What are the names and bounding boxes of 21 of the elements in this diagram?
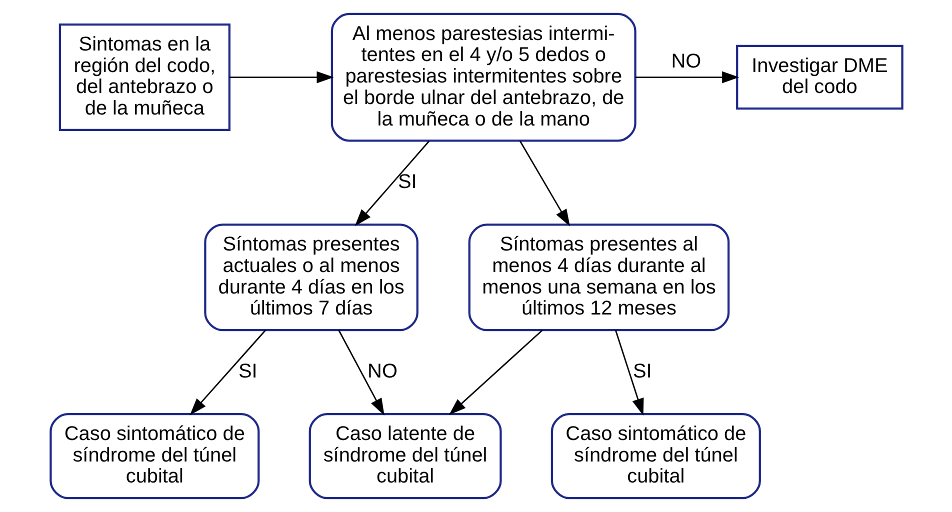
arrow: [614, 330, 644, 416]
edge-label: SI: [632, 360, 652, 382]
node-box: Sintomas en la región del codo, del antebrazo o de la muñeca: [58, 24, 230, 132]
arrow: [189, 330, 266, 416]
arrow: [448, 330, 542, 416]
node-box: Al menos parestesias intermi-tentes en el 4 y/o 5 dedos o parestesias intermitentes sobre el borde ulnar del antebrazo, de la muñeca o de la mano: [330, 12, 636, 142]
node-box: Síntomas presentes al menos 4 días durante al menos una semana en los últimos 12 meses: [468, 224, 730, 332]
arrow: [634, 71, 739, 84]
node-box: Caso sintomático de síndrome del túnel cubital: [49, 413, 260, 500]
node-box: Investigar DME del codo: [736, 44, 903, 110]
arrow: [338, 330, 384, 416]
node-box: Caso latente de síndrome del túnel cubital: [308, 413, 502, 500]
edge-label: SI: [238, 360, 257, 382]
edge-label: NO: [367, 360, 397, 382]
node-box: Síntomas presentes actuales o al menos durante 4 días en los últimos 7 días: [204, 224, 418, 332]
arrow: [354, 140, 430, 226]
edge-label: SI: [398, 170, 416, 193]
node-box: Caso sintomático de síndrome del túnel cubital: [550, 413, 760, 500]
edge-label: NO: [670, 50, 701, 73]
arrow: [519, 140, 570, 226]
arrow: [228, 71, 334, 84]
